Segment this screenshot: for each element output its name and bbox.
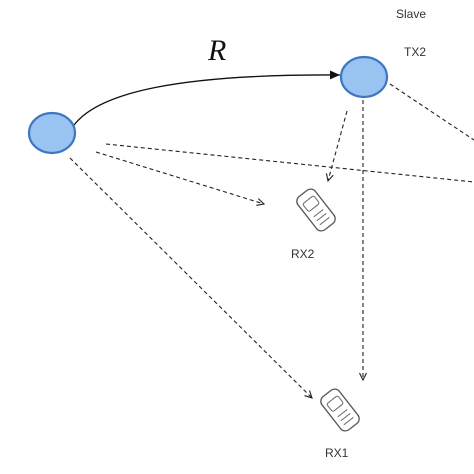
link-tx1-to-tx2 bbox=[71, 70, 341, 129]
link-tx1-to-rx1 bbox=[69, 157, 313, 399]
node-tx2 bbox=[339, 55, 389, 99]
rx2-label: RX2 bbox=[291, 247, 315, 261]
rx2-phone-icon bbox=[296, 188, 336, 232]
link-symbol-label: R bbox=[207, 34, 226, 67]
slave-label: Slave bbox=[396, 7, 426, 21]
rx1-label: RX1 bbox=[325, 446, 349, 460]
link-tx1-to-rx2 bbox=[95, 151, 266, 206]
rx1-phone-icon bbox=[320, 388, 360, 432]
node-tx1 bbox=[27, 111, 77, 155]
link-tx2-to-offscreen bbox=[389, 83, 474, 141]
link-tx1-to-offscreen bbox=[105, 143, 474, 183]
link-tx2-to-rx2 bbox=[325, 110, 348, 183]
tx2-label: TX2 bbox=[404, 45, 426, 59]
